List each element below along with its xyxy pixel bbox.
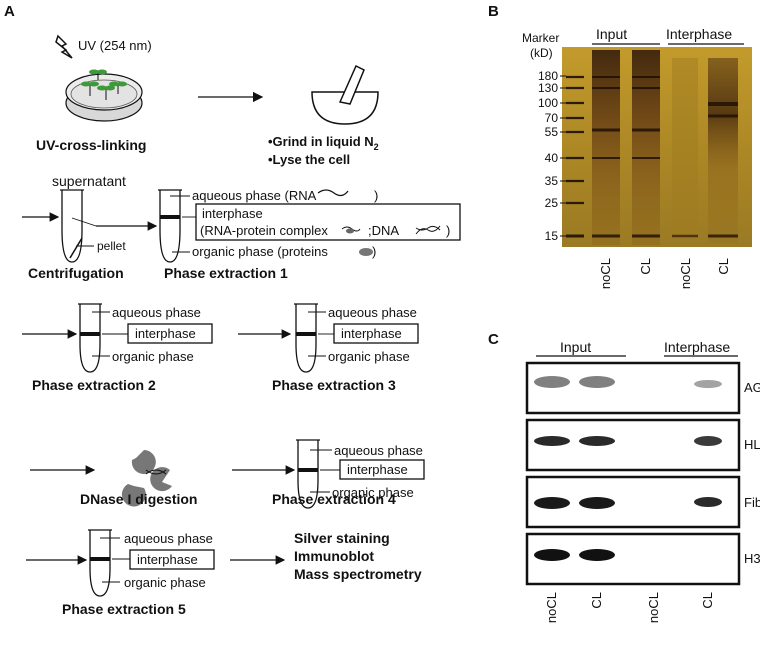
uv-label: UV (254 nm) [78, 38, 152, 53]
marker-55: 55 [545, 125, 559, 139]
pe2-organic: organic phase [112, 349, 194, 364]
pe4-interphase: interphase [347, 462, 408, 477]
blot-lane-labels: noCL CL noCL CL [544, 592, 715, 623]
step-uv-crosslinking: UV-cross-linking [36, 137, 146, 153]
interphase-detail: (RNA-protein complex [200, 223, 328, 238]
dnase-enzyme-icon [121, 450, 172, 507]
aqueous-rna-label: aqueous phase (RNA [192, 188, 317, 203]
step-centrifugation: Centrifugation [28, 265, 124, 281]
grind-subscript: 2 [374, 142, 379, 152]
pe5-aqueous: aqueous phase [124, 531, 213, 546]
rna-squiggle-icon [317, 189, 349, 197]
gel-group-interphase: Interphase [666, 26, 732, 42]
gel-lane-label-0: noCL [598, 258, 613, 289]
marker-title: Marker [522, 31, 559, 45]
pe2-interphase: interphase [135, 326, 196, 341]
marker-100: 100 [538, 96, 558, 110]
pe2-aqueous: aqueous phase [112, 305, 201, 320]
blot-lane-label-1: CL [589, 592, 604, 609]
step-dnase-digestion: DNase I digestion [80, 491, 197, 507]
blot-label-3: H3 [744, 551, 760, 566]
blot-labels: AGO1HLP1Fib1/2H3 [744, 380, 760, 566]
blot-group-input: Input [560, 339, 591, 355]
gel-lane-interphase-nocl [672, 58, 698, 238]
phase-tube-3-icon [294, 303, 334, 373]
gel-lane-label-2: noCL [678, 258, 693, 289]
output-mass-spectrometry: Mass spectrometry [294, 566, 422, 582]
output-immunoblot: Immunoblot [294, 548, 374, 564]
marker-70: 70 [545, 111, 559, 125]
grind-label: •Grind in liquid N [268, 134, 374, 149]
pe5-interphase: interphase [137, 552, 198, 567]
organic-proteins-label: organic phase (proteins [192, 244, 328, 259]
panel-c-label: C [488, 331, 499, 348]
phase-tube-5-icon [88, 529, 130, 597]
centrifuge-tube-icon [60, 189, 97, 263]
output-silver-staining: Silver staining [294, 530, 390, 546]
gel-lane-input-cl [632, 50, 660, 245]
blot-lane-label-3: CL [700, 592, 715, 609]
marker-ladder [566, 75, 584, 238]
marker-35: 35 [545, 174, 559, 188]
marker-40: 40 [545, 151, 559, 165]
panel-a-label: A [4, 3, 15, 20]
pe3-interphase: interphase [341, 326, 402, 341]
pe4-organic: organic phase [332, 485, 414, 500]
svg-text:): ) [372, 244, 376, 259]
pe3-organic: organic phase [328, 349, 410, 364]
pe4-aqueous: aqueous phase [334, 443, 423, 458]
blot-label-2: Fib1/2 [744, 495, 760, 510]
western-blots [525, 361, 741, 586]
supernatant-label: supernatant [52, 173, 126, 189]
phase-tube-1-icon [158, 189, 196, 263]
blot-label-0: AGO1 [744, 380, 760, 395]
svg-text:•Grind in liquid N2: •Grind in liquid N2 [268, 134, 379, 152]
gel-group-input: Input [596, 26, 627, 42]
marker-unit: (kD) [530, 46, 553, 60]
step-phase-extraction-2: Phase extraction 2 [32, 377, 156, 393]
gel-lane-labels: noCL CL noCL CL [598, 258, 731, 289]
blot-label-1: HLP1 [744, 437, 760, 452]
phase-tube-4-icon [296, 439, 340, 509]
lyse-label: •Lyse the cell [268, 152, 350, 167]
petri-dish-icon [65, 69, 143, 122]
blot-lane-label-0: noCL [544, 592, 559, 623]
phase-tube-2-icon [78, 303, 128, 373]
interphase-dna: ;DNA [368, 223, 399, 238]
gel-lane-input-nocl [592, 50, 620, 245]
gel-lane-interphase-cl [708, 58, 738, 243]
blot-ago1 [525, 361, 741, 415]
pe5-organic: organic phase [124, 575, 206, 590]
interphase-label-1: interphase [202, 206, 263, 221]
step-phase-extraction-4: Phase extraction 4 [272, 491, 396, 507]
blot-lane-label-2: noCL [646, 592, 661, 623]
blot-group-interphase: Interphase [664, 339, 730, 355]
dna-helix-icon [415, 225, 441, 235]
uv-lightning-icon [55, 34, 73, 59]
silver-stain-gel [562, 47, 752, 247]
svg-text:aqueous phase (RNA: aqueous phase (RNA [192, 188, 317, 203]
interphase-end: ) [446, 223, 450, 238]
step-phase-extraction-1: Phase extraction 1 [164, 265, 288, 281]
aqueous-rna-end: ) [374, 188, 378, 203]
rnp-complex-icon [341, 226, 361, 234]
panel-b-label: B [488, 3, 499, 20]
gel-lane-label-1: CL [638, 258, 653, 275]
mortar-pestle-icon [311, 64, 379, 125]
pe3-aqueous: aqueous phase [328, 305, 417, 320]
step-phase-extraction-3: Phase extraction 3 [272, 377, 396, 393]
marker-15: 15 [545, 229, 559, 243]
marker-180: 180 [538, 69, 558, 83]
gel-lane-label-3: CL [716, 258, 731, 275]
pellet-label: pellet [97, 239, 126, 253]
protein-icon [359, 248, 373, 256]
marker-25: 25 [545, 196, 559, 210]
step-phase-extraction-5: Phase extraction 5 [62, 601, 186, 617]
marker-130: 130 [538, 81, 558, 95]
